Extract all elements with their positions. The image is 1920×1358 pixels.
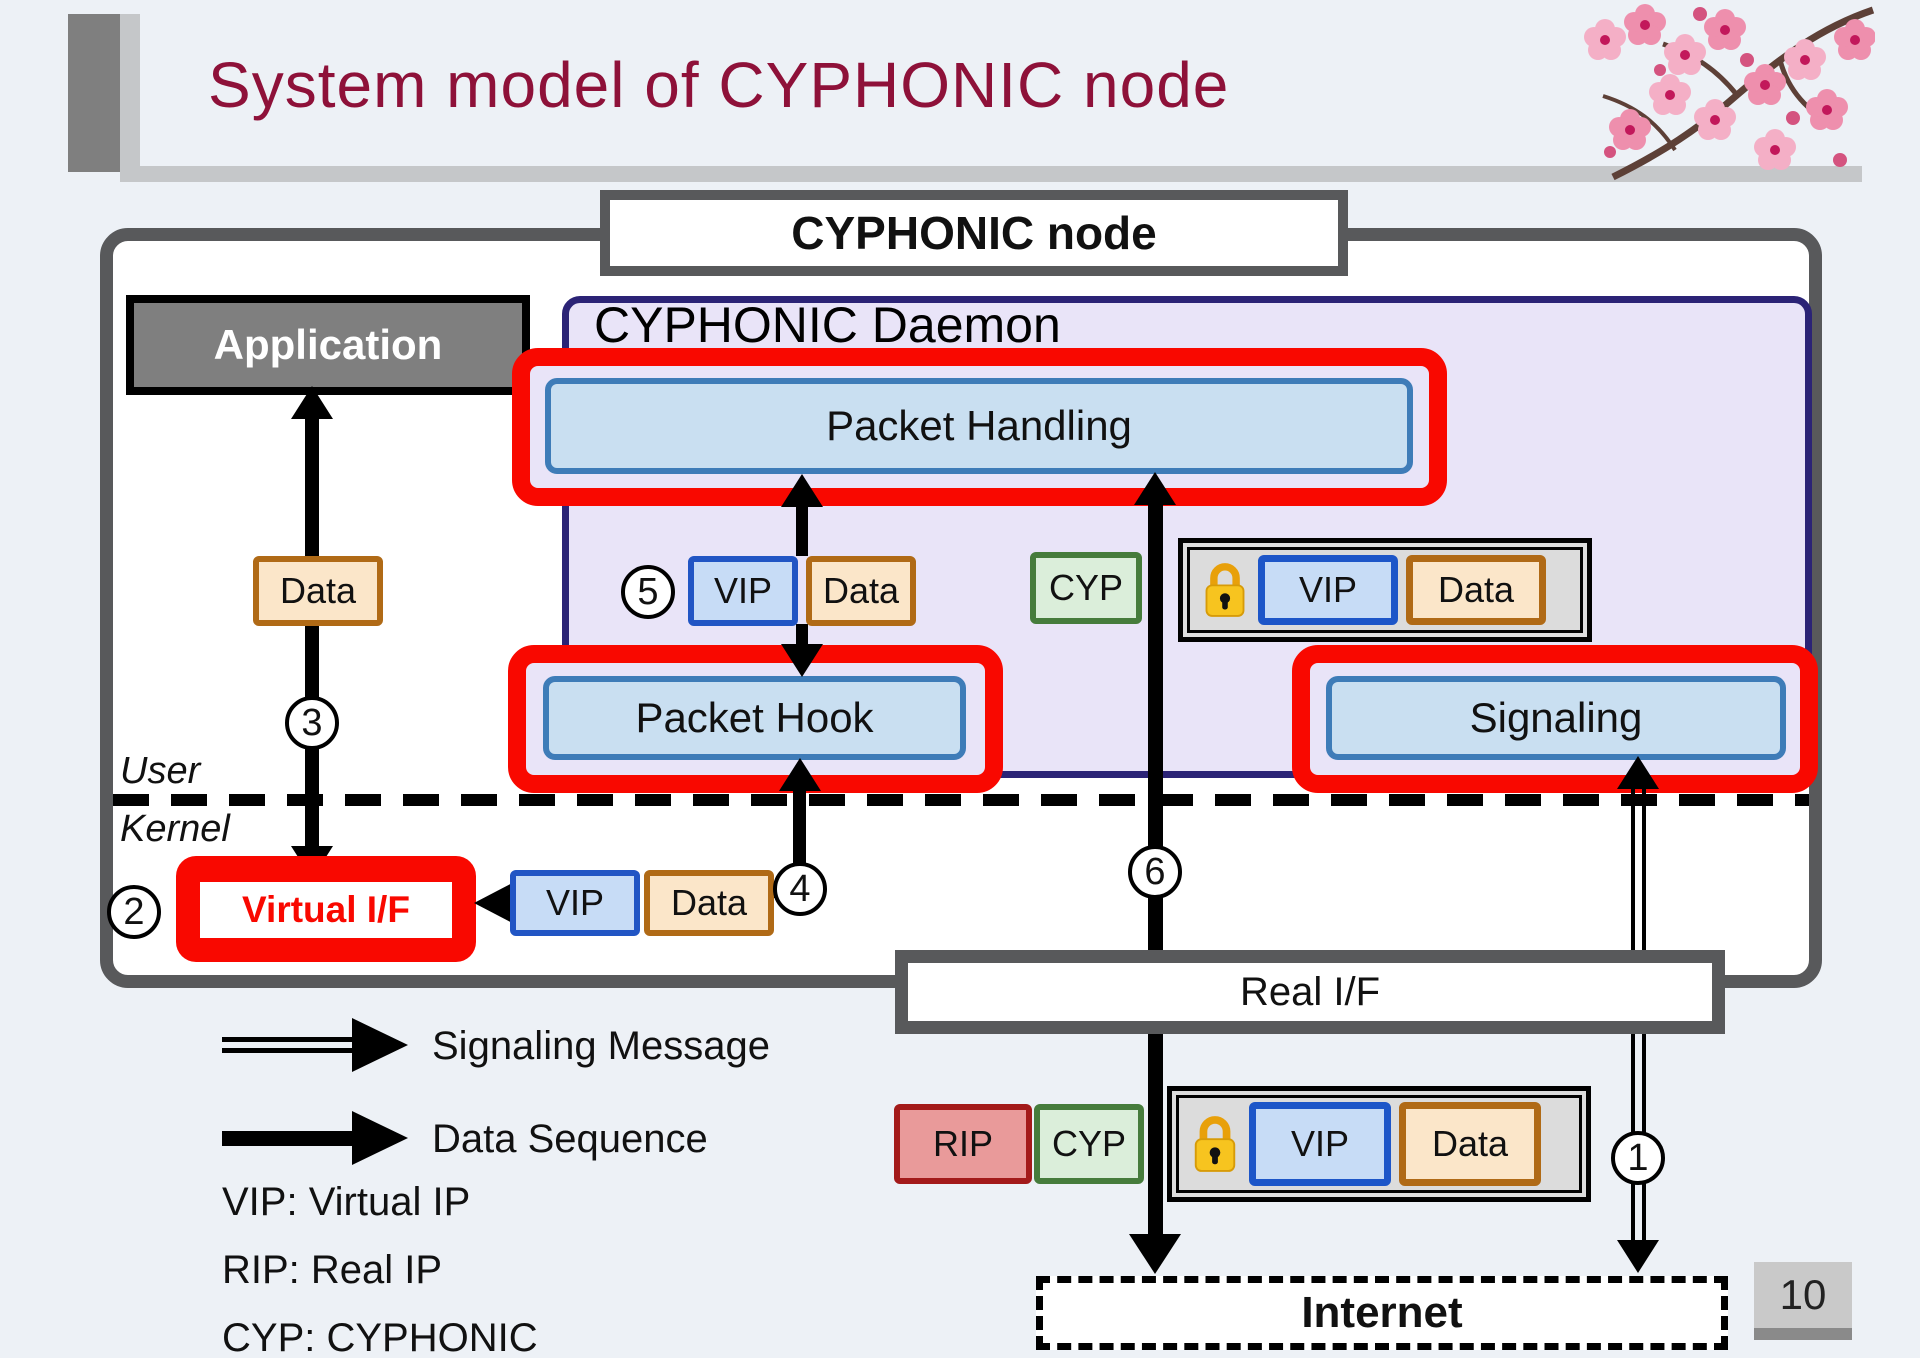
arrowhead-into-packet-hook (781, 644, 823, 677)
arrowhead-into-signaling (1617, 756, 1659, 789)
packet-kernel-data: Data (644, 870, 774, 936)
cherry-blossom-icon (1584, 4, 1875, 181)
packet-enc-vip-wire: VIP (1249, 1102, 1391, 1186)
packet-cyp-header: CYP (1030, 552, 1142, 624)
internet-box: Internet (1036, 1276, 1728, 1350)
lock-icon (1194, 1116, 1236, 1172)
step-circle-6: 6 (1128, 845, 1182, 899)
real-if-box: Real I/F (895, 950, 1725, 1034)
packet-kernel-vip: VIP (510, 870, 640, 936)
abbreviation-rip: RIP: Real IP (222, 1248, 443, 1292)
packet-app-data: Data (253, 556, 383, 626)
abbreviation-cyp: CYP: CYPHONIC (222, 1316, 538, 1358)
packet-user-vip: VIP (688, 556, 798, 626)
step-circle-3: 3 (285, 696, 339, 750)
step-circle-5: 5 (621, 565, 675, 619)
encrypted-packet-top-inner: VIP Data (1187, 547, 1583, 633)
packet-wire-cyp: CYP (1034, 1104, 1144, 1184)
daemon-label: CYPHONIC Daemon (594, 297, 1061, 353)
lock-icon (1205, 563, 1245, 617)
data-arrow-vip5-up (796, 500, 808, 556)
legend-signaling-arrow (222, 1037, 354, 1053)
virtual-if-box: Virtual I/F (200, 882, 452, 938)
page-number-strip (1754, 1328, 1852, 1340)
packet-enc-data-top: Data (1406, 555, 1546, 625)
module-packet-handling: Packet Handling (545, 378, 1413, 474)
packet-wire-rip: RIP (894, 1104, 1032, 1184)
header-accent-block (68, 14, 120, 172)
application-box: Application (126, 295, 530, 395)
legend-data-arrowhead (352, 1111, 408, 1165)
arrowhead-into-internet-signaling (1617, 1240, 1659, 1273)
packet-user-data: Data (806, 556, 916, 626)
module-packet-hook: Packet Hook (543, 676, 966, 760)
encrypted-packet-top: VIP Data (1178, 538, 1592, 642)
encrypted-packet-wire: VIP Data (1167, 1086, 1591, 1202)
packet-enc-data-wire: Data (1399, 1102, 1541, 1186)
arrowhead-into-internet-data (1129, 1234, 1181, 1274)
encrypted-packet-wire-inner: VIP Data (1176, 1095, 1582, 1193)
step-circle-4: 4 (773, 862, 827, 916)
legend-data-label: Data Sequence (432, 1117, 708, 1161)
legend-data-arrow (222, 1131, 354, 1146)
header-vertical-strip (120, 14, 140, 182)
legend-signaling-arrowhead (352, 1018, 408, 1072)
abbreviation-vip: VIP: Virtual IP (222, 1180, 471, 1224)
cyphonic-node-title: CYPHONIC node (600, 190, 1348, 276)
zone-user-label: User (120, 750, 201, 792)
page-title: System model of CYPHONIC node (208, 49, 1230, 121)
step-circle-1: 1 (1611, 1131, 1665, 1185)
page-number: 10 (1754, 1262, 1852, 1328)
legend-signaling-label: Signaling Message (432, 1024, 770, 1068)
header-horizontal-strip (120, 166, 1862, 182)
data-arrow-app-vif (305, 410, 319, 846)
zone-kernel-label: Kernel (120, 808, 230, 850)
user-kernel-boundary (113, 794, 1809, 806)
module-signaling: Signaling (1326, 676, 1786, 760)
packet-enc-vip-top: VIP (1258, 555, 1398, 625)
step-circle-2: 2 (107, 885, 161, 939)
